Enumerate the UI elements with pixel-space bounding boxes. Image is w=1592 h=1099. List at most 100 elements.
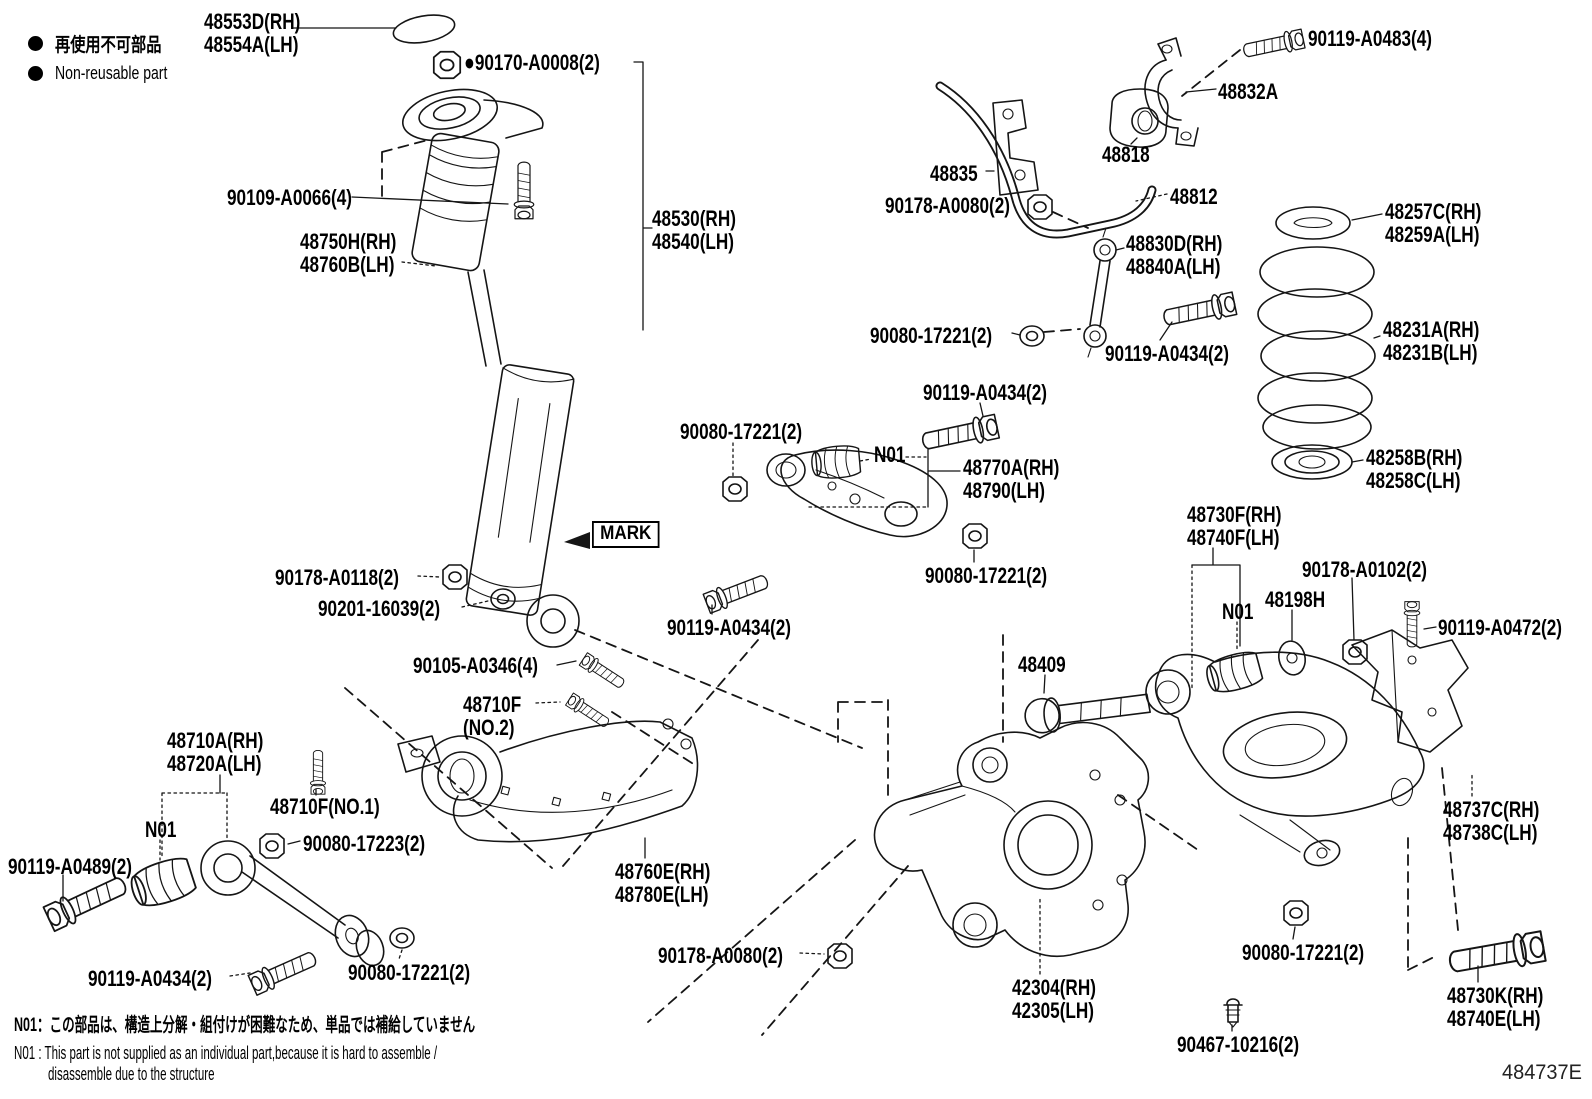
bolt-48409-drawing	[1024, 693, 1151, 734]
part-number-text: 48812	[1170, 184, 1218, 209]
part-label-48760e[interactable]: 48760E(RH)48780E(LH)	[615, 860, 710, 906]
legend-jp-text: 再使用不可部品	[55, 35, 162, 56]
part-label-n01-mid[interactable]: N01	[874, 443, 905, 466]
part-label-48830d[interactable]: 48830D(RH)48840A(LH)	[1126, 232, 1222, 278]
part-label-90119-a0434-ua2[interactable]: 90119-A0434(2)	[667, 616, 791, 639]
part-number-text: 48750H(RH)	[300, 229, 397, 254]
part-label-90080-17221-bm[interactable]: 90080-17221(2)	[348, 961, 470, 984]
part-number-text: 48553D(RH)	[204, 9, 301, 34]
coil-spring-drawing	[1257, 206, 1376, 480]
part-label-48770a[interactable]: 48770A(RH)48790(LH)	[963, 456, 1059, 502]
part-label-90080-17223[interactable]: 90080-17223(2)	[303, 832, 425, 855]
part-number-text: 48710F	[463, 692, 522, 717]
part-label-48750h[interactable]: 48750H(RH)48760B(LH)	[300, 230, 396, 276]
part-label-90178-a0118[interactable]: 90178-A0118(2)	[275, 566, 399, 589]
bolt-90105-drawing	[578, 651, 628, 692]
part-label-48258b[interactable]: 48258B(RH)48258C(LH)	[1366, 446, 1462, 492]
non-reusable-dot-icon: ●	[464, 49, 475, 75]
part-number-text: 48730F(RH)	[1187, 502, 1282, 527]
part-number-text: MARK	[600, 523, 652, 544]
part-label-48553d[interactable]: 48553D(RH)48554A(LH)	[204, 10, 300, 56]
part-number-text: 90119-A0489(2)	[8, 854, 133, 879]
part-label-90119-a0472[interactable]: 90119-A0472(2)	[1438, 616, 1562, 639]
part-label-48257c[interactable]: 48257C(RH)48259A(LH)	[1385, 200, 1481, 246]
part-label-48818[interactable]: 48818	[1102, 143, 1150, 166]
part-number-text: 48710F(NO.1)	[270, 794, 380, 819]
part-number-text: 48737C(RH)	[1443, 797, 1540, 822]
washer-90080-17221-drawing	[1019, 325, 1045, 347]
part-label-90109-a0066[interactable]: 90109-A0066(4)	[227, 186, 352, 209]
bolt-90119-a0434-link-drawing	[1160, 290, 1238, 331]
diagram-code: 484737E	[1502, 1061, 1582, 1084]
part-label-48530[interactable]: 48530(RH)48540(LH)	[652, 207, 736, 253]
part-number-text: 90080-17221(2)	[680, 419, 803, 444]
part-label-n01-right[interactable]: N01	[1222, 600, 1253, 623]
nut-90178-a0080-drawing	[1027, 194, 1053, 220]
part-label-48710f-no1[interactable]: 48710F(NO.1)	[270, 795, 380, 818]
part-number-text: 48760B(LH)	[300, 252, 395, 277]
part-label-90119-a0434-link[interactable]: 90119-A0434(2)	[1105, 342, 1229, 365]
bolt-48710f-no1-drawing	[309, 749, 327, 795]
part-label-90080-17221-br[interactable]: 90080-17221(2)	[1242, 941, 1364, 964]
part-label-90080-17221-ua2[interactable]: 90080-17221(2)	[925, 564, 1047, 587]
part-label-mark[interactable]: MARK	[592, 521, 660, 548]
part-label-48835[interactable]: 48835	[930, 162, 978, 185]
part-label-90080-17221-link[interactable]: 90080-17221(2)	[870, 324, 992, 347]
part-label-48730f[interactable]: 48730F(RH)48740F(LH)	[1187, 503, 1281, 549]
part-label-90201-16039[interactable]: 90201-16039(2)	[318, 597, 440, 620]
part-number-text: 90080-17221(2)	[870, 323, 993, 348]
part-label-48730k[interactable]: 48730K(RH)48740E(LH)	[1447, 984, 1543, 1030]
part-number-text: 90080-17223(2)	[303, 831, 426, 856]
part-label-90119-a0434-ua[interactable]: 90119-A0434(2)	[923, 381, 1047, 404]
part-number-text: 90119-A0483(4)	[1308, 26, 1433, 51]
part-number-text: 42305(LH)	[1012, 998, 1095, 1023]
part-number-text: 48818	[1102, 142, 1150, 167]
part-label-90119-a0483[interactable]: 90119-A0483(4)	[1308, 27, 1432, 50]
part-label-48231a[interactable]: 48231A(RH)48231B(LH)	[1383, 318, 1479, 364]
part-number-text: 48830D(RH)	[1126, 231, 1223, 256]
washer-48198h-drawing	[1278, 640, 1306, 676]
part-label-90467-10216[interactable]: 90467-10216(2)	[1177, 1033, 1299, 1056]
part-label-90178-a0080-1[interactable]: 90178-A0080(2)	[885, 194, 1010, 217]
part-number-text: 48832A	[1218, 79, 1279, 104]
legend: 再使用不可部品 Non-reusable part	[28, 30, 199, 90]
part-label-90105-a0346[interactable]: 90105-A0346(4)	[413, 654, 538, 677]
part-number-text: 90080-17221(2)	[1242, 940, 1365, 965]
bolt-90119-a0489-drawing	[42, 870, 132, 934]
nut-90080-17221-ua1-drawing	[722, 476, 748, 502]
part-label-n01-left[interactable]: N01	[145, 818, 176, 841]
part-label-48198h[interactable]: 48198H	[1265, 588, 1325, 611]
part-label-90178-a0080-2[interactable]: 90178-A0080(2)	[658, 944, 783, 967]
part-number-text: 90119-A0434(2)	[667, 615, 792, 640]
bolt-48730k-dr awing	[1446, 929, 1547, 980]
part-number-text: 90105-A0346(4)	[413, 653, 538, 678]
bolt-90109-drawing	[513, 161, 535, 220]
part-label-90119-a0489[interactable]: 90119-A0489(2)	[8, 855, 132, 878]
part-number-text: 90201-16039(2)	[318, 596, 441, 621]
lower-control-arm-drawing	[1145, 651, 1425, 867]
part-label-90080-17221-ua1[interactable]: 90080-17221(2)	[680, 420, 802, 443]
part-label-48737c[interactable]: 48737C(RH)48738C(LH)	[1443, 798, 1539, 844]
part-label-90119-a0434-bl[interactable]: 90119-A0434(2)	[88, 967, 212, 990]
part-number-text: 48740F(LH)	[1187, 525, 1280, 550]
part-number-text: 48770A(RH)	[963, 455, 1060, 480]
part-label-90178-a0102[interactable]: 90178-A0102(2)	[1302, 558, 1427, 581]
part-label-48409[interactable]: 48409	[1018, 653, 1066, 676]
part-number-text: 48730K(RH)	[1447, 983, 1544, 1008]
bushing-n01-left-drawing	[126, 853, 199, 913]
note-n01-japanese: N01：この部品は、構造上分解・組付けが困難なため、単品では補給していません	[14, 1015, 476, 1036]
nut-90080-17223-drawing	[259, 833, 285, 859]
part-label-48710a[interactable]: 48710A(RH)48720A(LH)	[167, 729, 263, 775]
part-number-text: 48530(RH)	[652, 206, 736, 231]
part-number-text: N01	[1222, 599, 1254, 624]
part-number-text: 90178-A0080(2)	[658, 943, 783, 968]
part-number-text: 48258C(LH)	[1366, 468, 1461, 493]
part-label-42304[interactable]: 42304(RH)42305(LH)	[1012, 976, 1096, 1022]
nut-90080-17221-br-drawing	[1283, 900, 1309, 926]
part-label-48812[interactable]: 48812	[1170, 185, 1218, 208]
part-label-48710f-no2[interactable]: 48710F(NO.2)	[463, 693, 521, 739]
bolt-90119-a0483-drawing	[1241, 27, 1306, 62]
part-label-90170-a0008[interactable]: ●90170-A0008(2)	[464, 49, 600, 75]
part-label-48832a[interactable]: 48832A	[1218, 80, 1278, 103]
